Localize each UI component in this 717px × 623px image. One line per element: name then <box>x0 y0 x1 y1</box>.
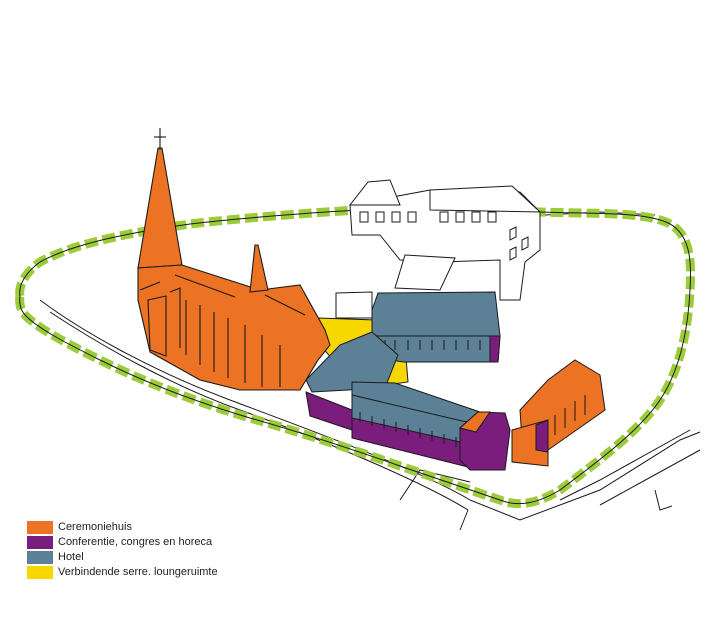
legend: Ceremoniehuis Conferentie, congres en ho… <box>27 520 218 580</box>
legend-swatch-conferentie <box>27 536 53 549</box>
walking-route-edge <box>19 208 692 505</box>
legend-label: Ceremoniehuis <box>58 521 132 533</box>
ceremony-chapel <box>511 359 606 467</box>
legend-label: Hotel <box>58 551 84 563</box>
legend-item-ceremoniehuis: Ceremoniehuis <box>27 520 218 535</box>
conference-corner <box>458 411 511 471</box>
legend-swatch-serre <box>27 566 53 579</box>
legend-label: Verbindende serre. loungeruimte <box>58 566 218 578</box>
legend-label: Conferentie, congres en horeca <box>58 536 213 548</box>
legend-swatch-ceremoniehuis <box>27 521 53 534</box>
legend-swatch-hotel <box>27 551 53 564</box>
church-building-icon <box>137 128 331 391</box>
legend-item-serre: Verbindende serre. loungeruimte <box>27 565 218 580</box>
existing-building-outline <box>335 179 542 319</box>
hotel-wing-south <box>305 331 481 469</box>
legend-item-hotel: Hotel <box>27 550 218 565</box>
legend-item-conferentie: Conferentie, congres en horeca <box>27 535 218 550</box>
